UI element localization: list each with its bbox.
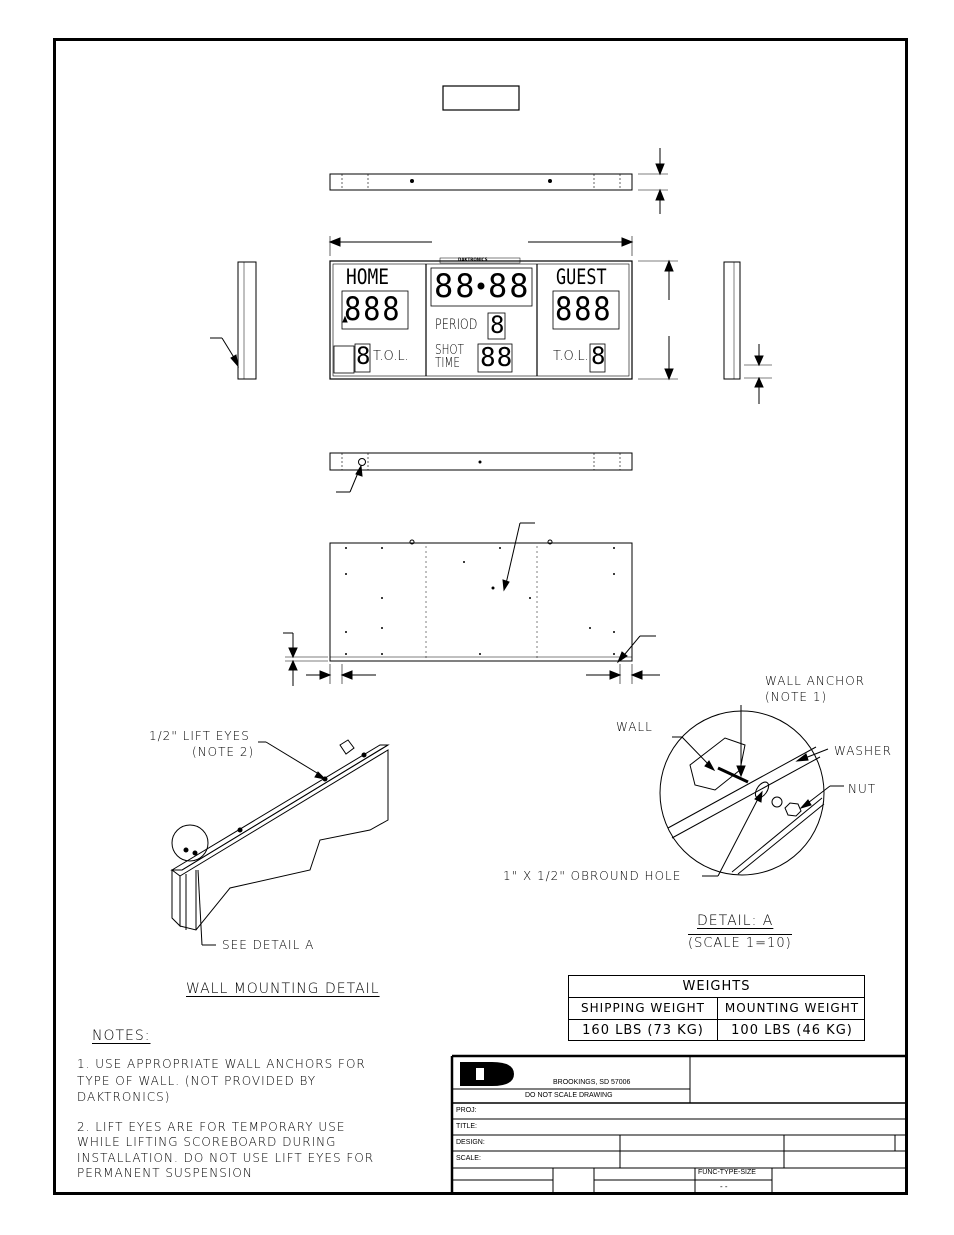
time-label: TIME [435,356,460,371]
width-dimension [328,236,634,256]
see-detail-callout: SEE DETAIL A [222,938,315,952]
title-block-lines [450,1054,906,1194]
wall-callout: WALL [616,720,653,734]
isometric-mounting-view [170,739,390,946]
guest-score: 888 [555,290,613,328]
proj-label: PROJ: [456,1107,477,1114]
shot-label: SHOT [435,343,464,358]
left-side-view [210,261,257,380]
right-side-view [723,261,772,404]
clock-minutes: 88 [434,267,477,305]
shipping-weight-value: 160 LBS (73 KG) [582,1023,704,1038]
weights-title: WEIGHTS [569,976,864,998]
period-digit: 8 [490,311,505,339]
mounting-weight-value: 100 LBS (46 KG) [731,1023,853,1038]
wall-mounting-detail-heading: WALL MOUNTING DETAIL [186,981,380,997]
drawing-border [53,38,908,1195]
guest-label: GUEST [556,265,607,289]
clock-seconds: 88 [488,267,531,305]
title-label: TITLE: [456,1123,478,1130]
brand-label: DAKTRONICS [458,257,488,262]
detail-a-scale: (SCALE 1=10) [688,934,792,951]
tol-home-digit: 8 [356,342,371,370]
obround-hole-callout: 1" X 1/2" OBROUND HOLE [503,869,682,883]
scale-label: SCALE: [456,1155,481,1162]
note-1-line-1: 1. USE APPROPRIATE WALL ANCHORS FOR [77,1057,366,1071]
home-score: 888 [344,290,402,328]
note-1-line-2: TYPE OF WALL. (NOT PROVIDED BY [77,1074,317,1088]
home-label: HOME [346,265,389,289]
tol-guest-digit: 8 [591,342,606,370]
note-2-line-3: INSTALLATION. DO NOT USE LIFT EYES FOR [77,1151,375,1165]
scoreboard-front [329,257,633,380]
washer-callout: WASHER [834,744,892,758]
wall-anchor-note: (NOTE 1) [765,690,828,704]
weights-table: WEIGHTS SHIPPING WEIGHT MOUNTING WEIGHT … [568,975,865,1041]
bottom-view [329,452,633,493]
note-2-line-2: WHILE LIFTING SCOREBOARD DURING [77,1135,337,1149]
design-label: DESIGN: [456,1139,485,1146]
back-view [283,522,660,686]
detail-a-view [659,705,844,877]
wall-anchor-callout: WALL ANCHOR [765,674,865,688]
do-not-scale-warning: DO NOT SCALE DRAWING [525,1092,613,1099]
view-label-box [442,85,520,111]
company-logo-icon [460,1062,514,1086]
height-dimension [638,259,678,381]
tol-guest-label: T.O.L. [553,349,589,364]
notes-heading: NOTES: [92,1028,151,1044]
note-2-line-4: PERMANENT SUSPENSION [77,1166,253,1180]
shot-digits: 88 [480,343,514,373]
detail-a-heading: DETAIL: A [697,913,774,929]
top-view [329,148,668,214]
company-location: BROOKINGS, SD 57006 [553,1079,631,1086]
lift-eyes-note: (NOTE 2) [192,745,255,759]
note-2-line-1: 2. LIFT EYES ARE FOR TEMPORARY USE [77,1120,346,1134]
nut-callout: NUT [848,782,877,796]
shipping-weight-label: SHIPPING WEIGHT [581,1001,705,1015]
tol-home-label: T.O.L. [373,349,409,364]
func-type-size-label: FUNC-TYPE-SIZE [698,1169,756,1176]
note-1-line-3: DAKTRONICS) [77,1090,171,1104]
lift-eyes-callout: 1/2" LIFT EYES [149,729,250,743]
period-label: PERIOD [435,317,478,333]
mounting-weight-label: MOUNTING WEIGHT [724,1001,860,1015]
func-type-size-value: - - [720,1182,728,1191]
